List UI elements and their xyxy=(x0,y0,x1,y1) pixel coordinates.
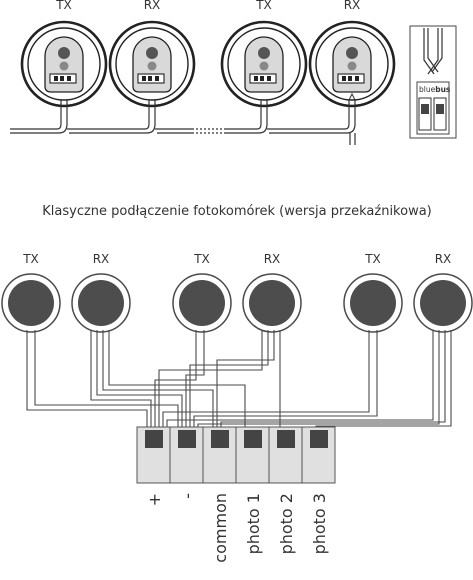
bottom-label-tx-2: TX xyxy=(193,252,210,266)
bottom-photocell-rx-3 xyxy=(413,273,473,333)
relay-wiring xyxy=(26,330,452,428)
top-label-tx-2: TX xyxy=(255,0,272,12)
top-photocell-tx-1 xyxy=(20,20,108,108)
top-photocell-tx-2 xyxy=(220,20,308,108)
top-photocell-rx-2 xyxy=(308,20,396,108)
terminal-common xyxy=(202,426,237,484)
terminal-plus xyxy=(136,426,171,484)
top-label-rx-2: RX xyxy=(344,0,361,12)
terminal-label-photo-2: photo 2 xyxy=(277,493,296,554)
bluebus-label-plain: blue xyxy=(419,85,436,94)
terminal-photo-3 xyxy=(301,426,336,484)
svg-text:bluebus: bluebus xyxy=(419,85,451,94)
top-photocell-rx-1 xyxy=(108,20,196,108)
terminal-label-plus: + xyxy=(145,493,164,506)
terminal-label-photo-1: photo 1 xyxy=(244,493,263,554)
terminal-label-photo-3: photo 3 xyxy=(310,493,329,554)
terminal-label-minus: - xyxy=(178,493,197,499)
top-label-tx-1: TX xyxy=(55,0,72,12)
bluebus-label-bold: bus xyxy=(435,85,451,94)
terminal-photo-1 xyxy=(235,426,270,484)
bottom-photocell-rx-1 xyxy=(71,273,131,333)
bottom-label-rx-2: RX xyxy=(264,252,281,266)
bottom-photocell-rx-2 xyxy=(242,273,302,333)
bottom-photocell-tx-2 xyxy=(172,273,232,333)
terminal-photo-2 xyxy=(268,426,303,484)
bluebus-connector: bluebus xyxy=(409,25,457,139)
top-label-rx-1: RX xyxy=(144,0,161,12)
bottom-label-tx-1: TX xyxy=(22,252,39,266)
bottom-label-rx-1: RX xyxy=(93,252,110,266)
top-bus-cable xyxy=(10,92,356,145)
top-bluebus-diagram: TX RX TX RX xyxy=(10,0,457,145)
caption: Klasyczne podłączenie fotokomórek (wersj… xyxy=(42,204,432,219)
bottom-label-rx-3: RX xyxy=(435,252,452,266)
bottom-photocell-tx-1 xyxy=(1,273,61,333)
terminal-block xyxy=(136,426,336,484)
bottom-label-tx-3: TX xyxy=(364,252,381,266)
bottom-relay-diagram: TX RX TX RX TX RX xyxy=(1,252,473,563)
bottom-photocell-tx-3 xyxy=(343,273,403,333)
terminal-label-common: common xyxy=(211,493,230,563)
terminal-minus xyxy=(169,426,204,484)
